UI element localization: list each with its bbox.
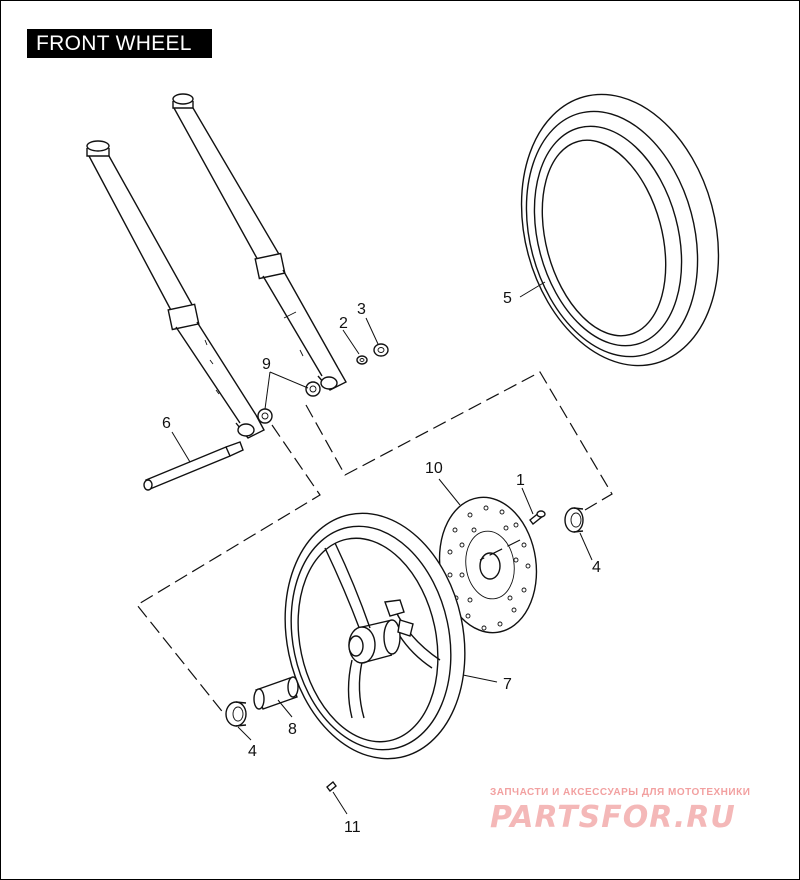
callout-11: 11 — [344, 819, 361, 836]
washer-part-2 — [356, 355, 368, 365]
callout-9: 9 — [262, 356, 271, 373]
valve-part-11 — [326, 780, 337, 793]
callout-3: 3 — [357, 301, 366, 318]
bearing-part-4-left — [225, 701, 247, 727]
diagram-title: FRONT WHEEL — [27, 29, 212, 58]
callout-2: 2 — [339, 315, 348, 332]
watermark-caption: ЗАПЧАСТИ И АКСЕССУАРЫ ДЛЯ МОТОТЕХНИКИ — [490, 787, 751, 798]
nut-part-3 — [373, 343, 389, 357]
spacer-part-9 — [257, 381, 321, 424]
callout-4-left: 4 — [248, 743, 257, 760]
axle-part-6 — [143, 441, 244, 491]
callout-5: 5 — [503, 290, 512, 307]
disc-drill-holes — [447, 505, 531, 631]
callout-4-right: 4 — [592, 559, 601, 576]
spacer-part-8 — [253, 676, 299, 710]
assembly-dash-lines — [136, 371, 613, 716]
fork-leg-right — [172, 93, 347, 391]
tire-part-5 — [520, 93, 720, 367]
bearing-part-4-right — [564, 507, 584, 533]
bolt-part-1 — [529, 510, 546, 525]
callout-7: 7 — [503, 676, 512, 693]
callout-10: 10 — [425, 460, 443, 477]
watermark-logo: PARTSFOR.RU — [490, 800, 736, 835]
fork-leg-left — [86, 140, 265, 439]
callout-1: 1 — [516, 472, 525, 489]
callout-6: 6 — [162, 415, 171, 432]
callout-8: 8 — [288, 721, 297, 738]
wheel-part-7 — [284, 512, 466, 760]
callout-labels: 2 3 9 5 6 10 1 4 7 8 4 11 — [162, 290, 601, 836]
leader-lines — [171, 281, 593, 815]
